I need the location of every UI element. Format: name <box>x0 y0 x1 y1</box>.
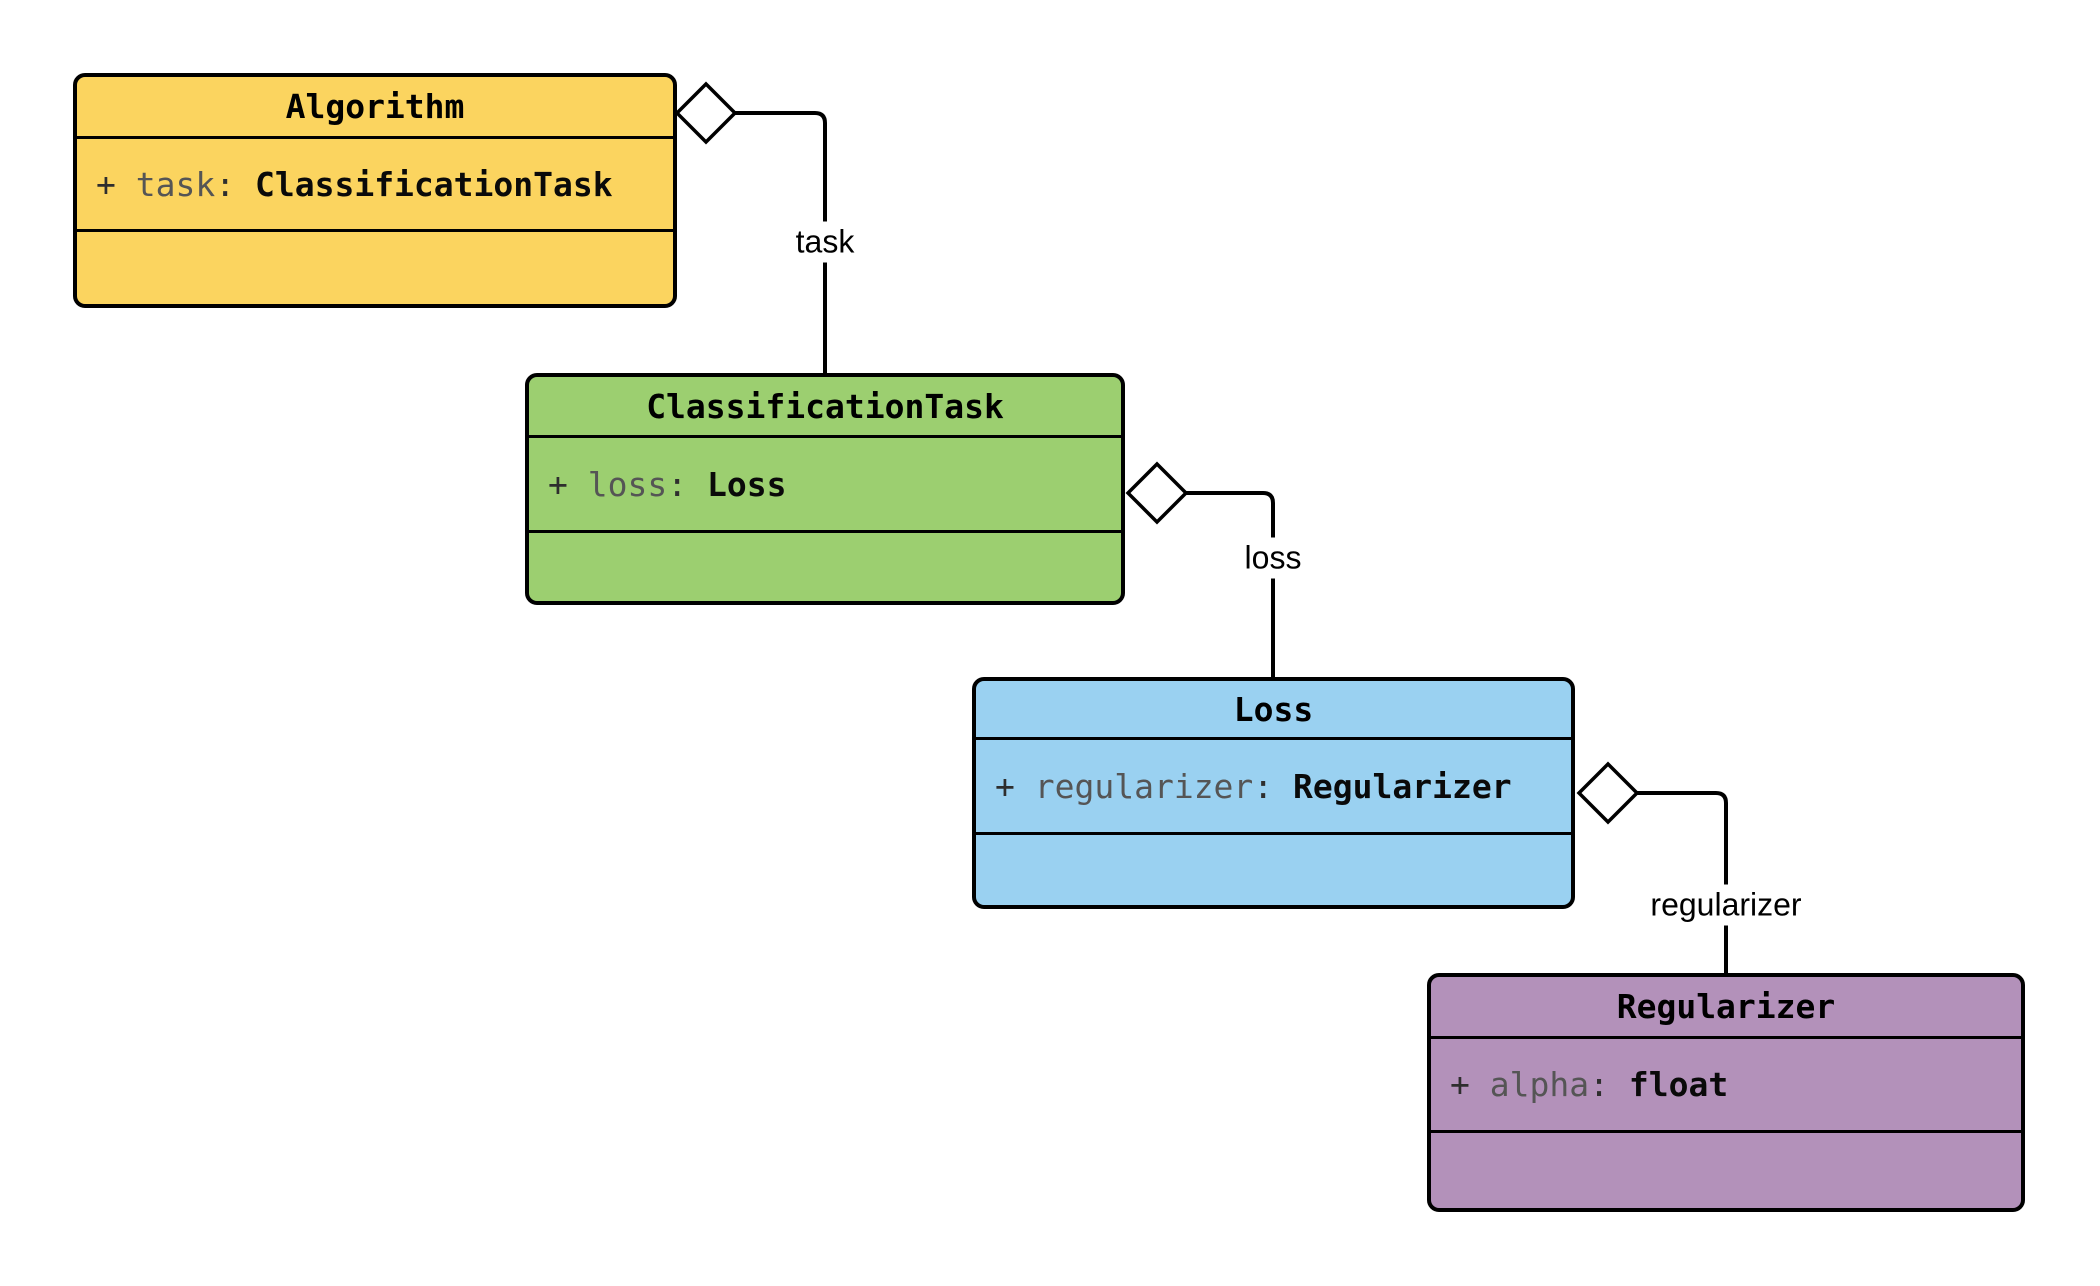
class-loss-empty-compartment <box>976 835 1571 905</box>
attribute-type: Loss <box>706 464 787 504</box>
class-loss-attributes: + regularizer: Regularizer <box>976 740 1571 835</box>
class-algorithm-title: Algorithm <box>77 77 673 139</box>
aggregation-diamond-icon <box>1576 761 1640 825</box>
class-regularizer: Regularizer + alpha: float <box>1427 973 2025 1212</box>
attribute-separator: : <box>1253 766 1294 806</box>
class-regularizer-empty-compartment <box>1431 1133 2021 1208</box>
edge-regularizer-line <box>1637 791 1728 975</box>
class-classificationtask-title: ClassificationTask <box>529 377 1121 438</box>
attribute-type: ClassificationTask <box>254 164 613 204</box>
class-loss-title: Loss <box>976 681 1571 740</box>
attribute-name: loss <box>587 464 668 504</box>
class-classificationtask-empty-compartment <box>529 533 1121 601</box>
attribute-name: regularizer <box>1034 766 1254 806</box>
attribute-separator: : <box>667 464 707 504</box>
class-loss: Loss + regularizer: Regularizer <box>972 677 1575 909</box>
edge-task-line <box>735 111 827 375</box>
attribute-type: Regularizer <box>1293 766 1512 806</box>
aggregation-diamond-icon <box>674 81 738 145</box>
aggregation-diamond-icon <box>1125 461 1189 525</box>
edge-loss-line <box>1186 491 1275 679</box>
attribute-name: alpha <box>1489 1065 1590 1104</box>
class-classificationtask-attributes: + loss: Loss <box>529 438 1121 533</box>
class-algorithm: Algorithm + task: ClassificationTask <box>73 73 677 308</box>
edge-label-loss: loss <box>1236 537 1310 579</box>
class-regularizer-title: Regularizer <box>1431 977 2021 1039</box>
class-classificationtask: ClassificationTask + loss: Loss <box>525 373 1125 605</box>
attribute-name: task <box>135 164 216 204</box>
attribute-separator: : <box>1589 1065 1629 1104</box>
attribute-separator: : <box>215 164 255 204</box>
attribute-visibility: + <box>995 766 1035 806</box>
attribute-visibility: + <box>96 164 136 204</box>
attribute-type: float <box>1628 1065 1729 1104</box>
edge-label-task: task <box>787 221 863 263</box>
class-algorithm-attributes: + task: ClassificationTask <box>77 139 673 232</box>
attribute-visibility: + <box>1450 1065 1490 1104</box>
attribute-visibility: + <box>548 464 588 504</box>
class-regularizer-attributes: + alpha: float <box>1431 1039 2021 1133</box>
class-algorithm-empty-compartment <box>77 232 673 304</box>
edge-label-regularizer: regularizer <box>1642 884 1810 926</box>
